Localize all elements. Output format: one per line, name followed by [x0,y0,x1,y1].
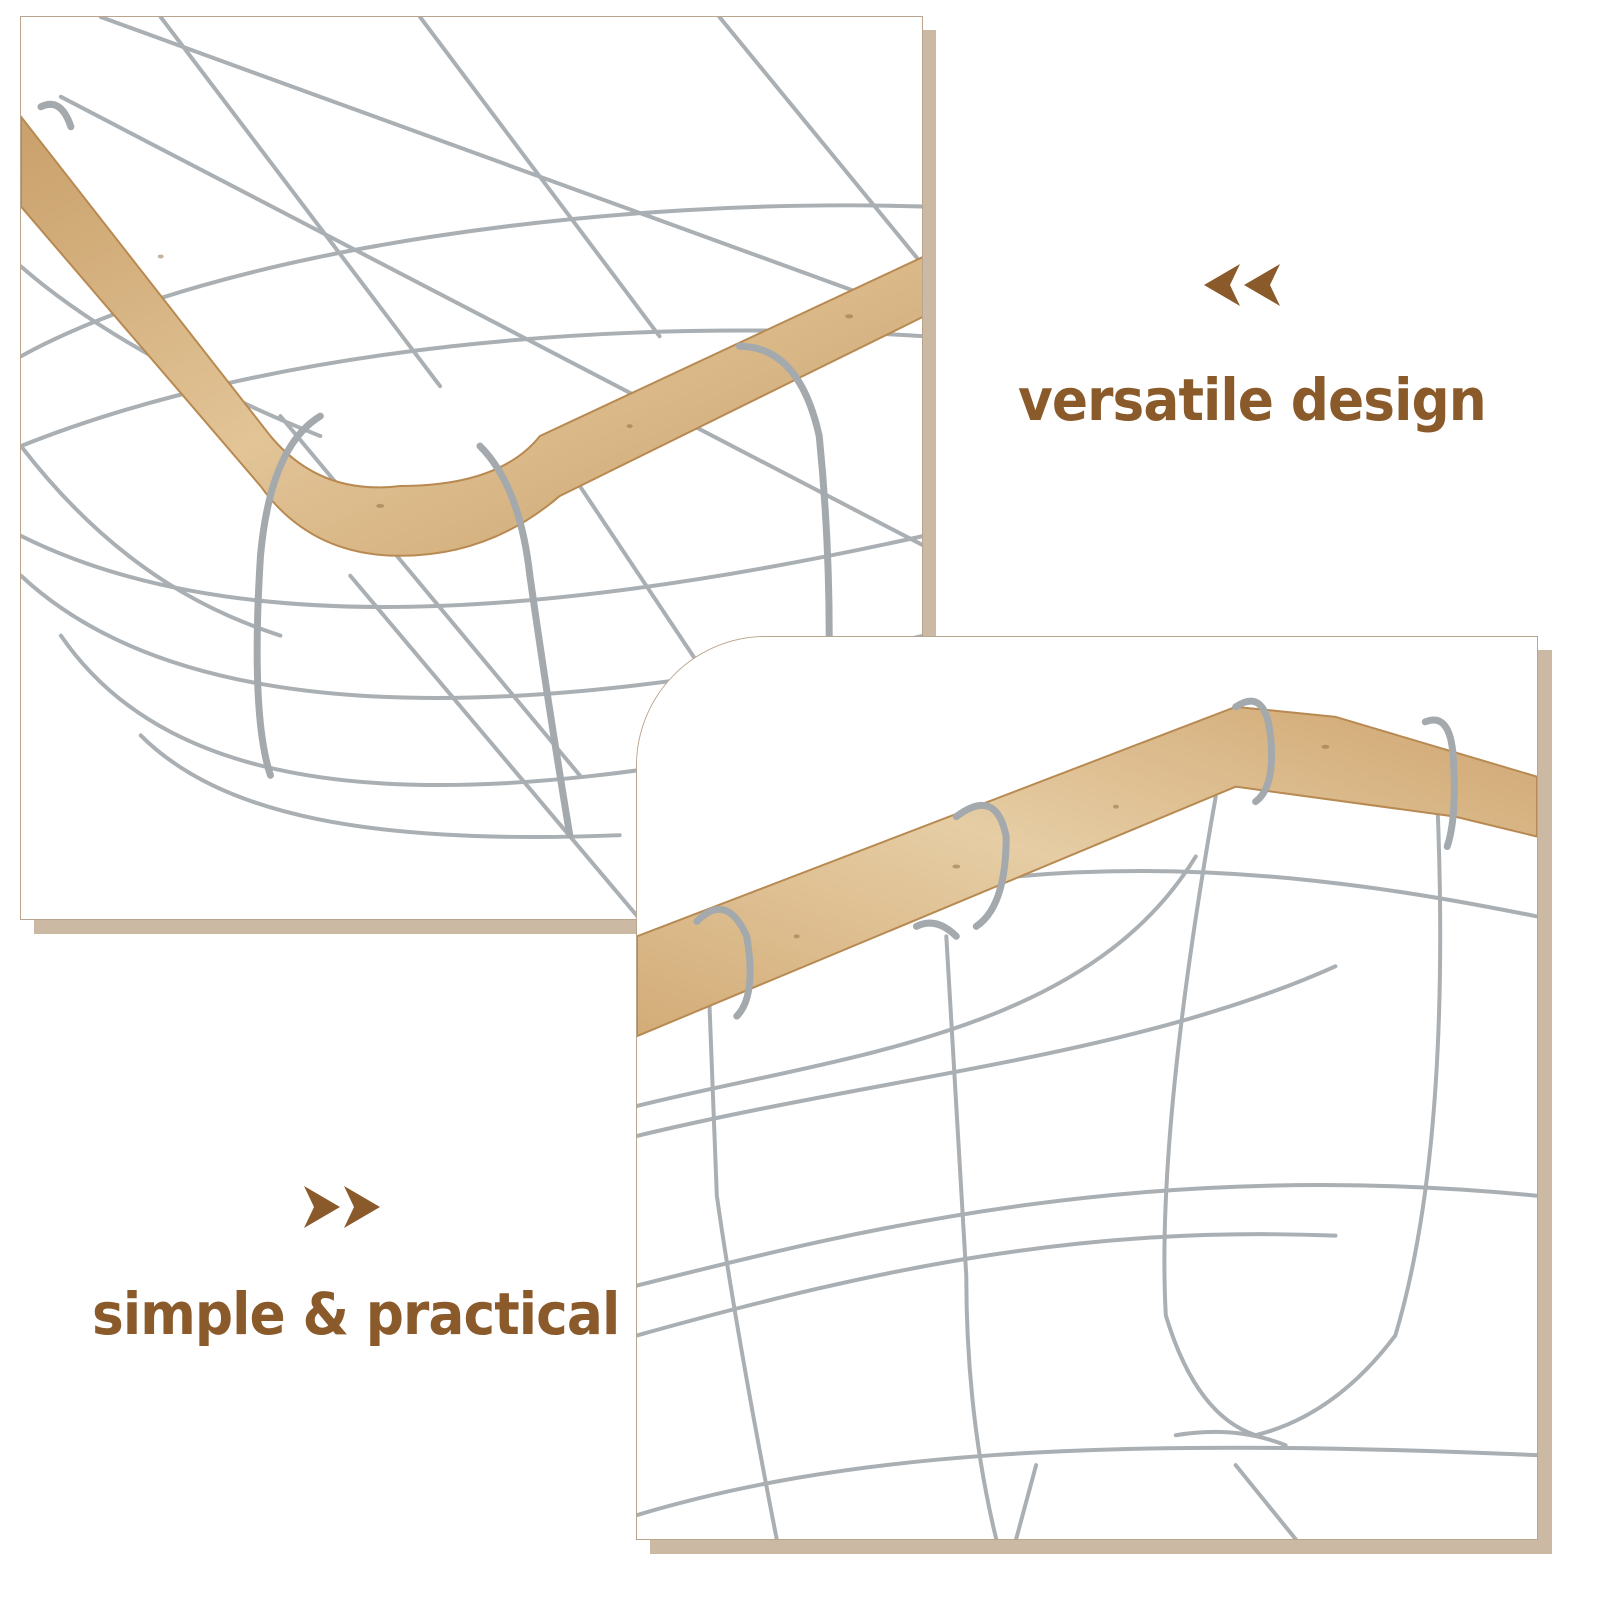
caption-versatile-design: versatile design [1018,366,1487,434]
caption-simple-practical: simple & practical [92,1280,620,1348]
wire-basket-side-image [637,637,1537,1539]
bottom-product-photo [636,636,1538,1540]
double-chevron-left-icon [1200,262,1282,308]
double-chevron-right-icon [302,1184,384,1230]
